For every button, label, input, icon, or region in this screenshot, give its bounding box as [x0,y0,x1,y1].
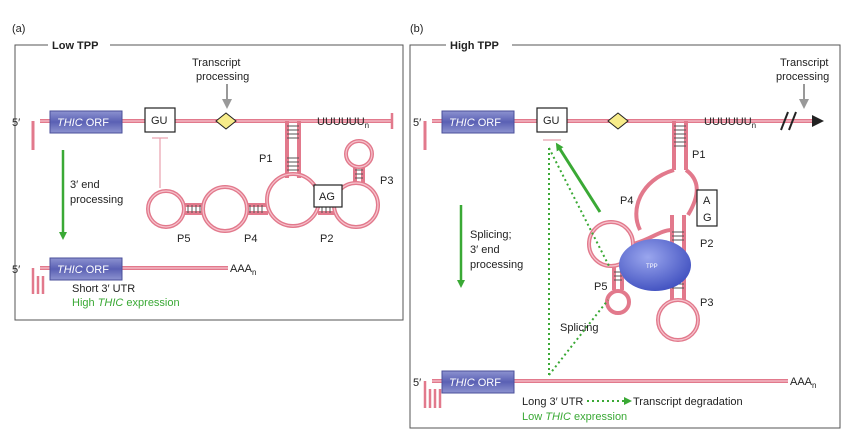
thic-orf-label-b: THIC ORF [449,117,501,129]
tpp-ligand [619,239,691,291]
panel-b: (b) High TPP 5′ THIC ORF GU Transcript p… [409,23,841,429]
ag-label-a: AG [319,191,335,203]
cleavage-mark-b [780,111,797,131]
thic-orf-box-a [49,110,123,134]
thic-orf-box-a-2 [49,257,123,281]
polyu-label-b: UUUUUUn [704,116,756,130]
degradation-label: Transcript degradation [633,396,743,408]
gu-label-a: GU [151,115,168,127]
panel-b-letter: (b) [410,23,423,35]
utr-label-a: Short 3′ UTR [72,283,135,295]
stem-p5-b: P5 [594,281,607,293]
five-prime-label-a: 5′ [12,117,20,129]
three-end-label-a-1: 3′ end [70,179,100,191]
stem-p4-b: P4 [620,195,633,207]
panel-b-title: High TPP [450,40,499,52]
gu-box-b [536,107,568,133]
thic-orf-box-b [441,110,515,134]
gu-label-b: GU [543,115,560,127]
processing-site-diamond-b [607,112,629,130]
five-prime-label-b-2: 5′ [413,377,421,389]
transcript-processing-label-a-2: processing [196,71,249,83]
transcript-processing-label-b-1: Transcript [780,57,829,69]
stem-p4-a: P4 [244,233,257,245]
panel-a-letter: (a) [12,23,25,35]
splice-label-3: processing [470,259,523,271]
ag-label-b-g: G [703,212,712,224]
stem-p1-b: P1 [692,149,705,161]
splice-label-1: Splicing; [470,229,512,241]
panel-b-frame [409,44,841,429]
five-prime-label-a-2: 5′ [12,264,20,276]
transcript-processing-label-a-1: Transcript [192,57,241,69]
panel-a-title: Low TPP [52,40,98,52]
riboswitch-structure-b [587,121,700,342]
expression-label-a: High THIC expression [72,297,180,309]
stem-p3-b: P3 [700,297,713,309]
panel-a: (a) Low TPP 5′ THIC ORF GU Transcript pr… [12,23,404,321]
panel-a-title-bg [48,38,110,52]
ag-box-a [313,184,343,208]
transcript-end-arrow-b [812,115,824,127]
expression-label-b: Low THIC expression [522,411,627,423]
cap-lines-b [423,381,442,408]
transcript-processing-label-b-2: processing [776,71,829,83]
ag-label-b-a: A [703,195,711,207]
thic-orf-label-a-2: THIC ORF [57,264,109,276]
utr-label-b: Long 3′ UTR [522,396,583,408]
thic-orf-label-b-2: THIC ORF [449,377,501,389]
thic-orf-box-b-2 [441,370,515,394]
stem-p2-b: P2 [700,238,713,250]
gu-box-a [144,107,176,133]
cap-lines-a [31,268,45,294]
pairing-arrow-b [555,142,602,213]
stem-p2-a: P2 [320,233,333,245]
polyu-label-a: UUUUUUn [317,116,369,130]
riboswitch-structure-a [146,121,380,233]
panel-b-title-bg [446,38,512,52]
splicing-dotted-lines [548,147,611,376]
splice-label-2: 3′ end [470,244,500,256]
splicing-label: Splicing [560,322,599,334]
thic-orf-label-a: THIC ORF [57,117,109,129]
polya-label-b: AAAn [790,376,816,390]
polya-label-a: AAAn [230,263,256,277]
stem-p3-a: P3 [380,175,393,187]
tpp-label: TPP [646,264,658,270]
ag-box-b [696,189,718,227]
three-end-label-a-2: processing [70,194,123,206]
stem-p5-a: P5 [177,233,190,245]
processing-site-diamond-a [215,112,237,130]
stem-p1-a: P1 [259,153,272,165]
panel-a-frame [14,44,404,321]
five-prime-label-b: 5′ [413,117,421,129]
